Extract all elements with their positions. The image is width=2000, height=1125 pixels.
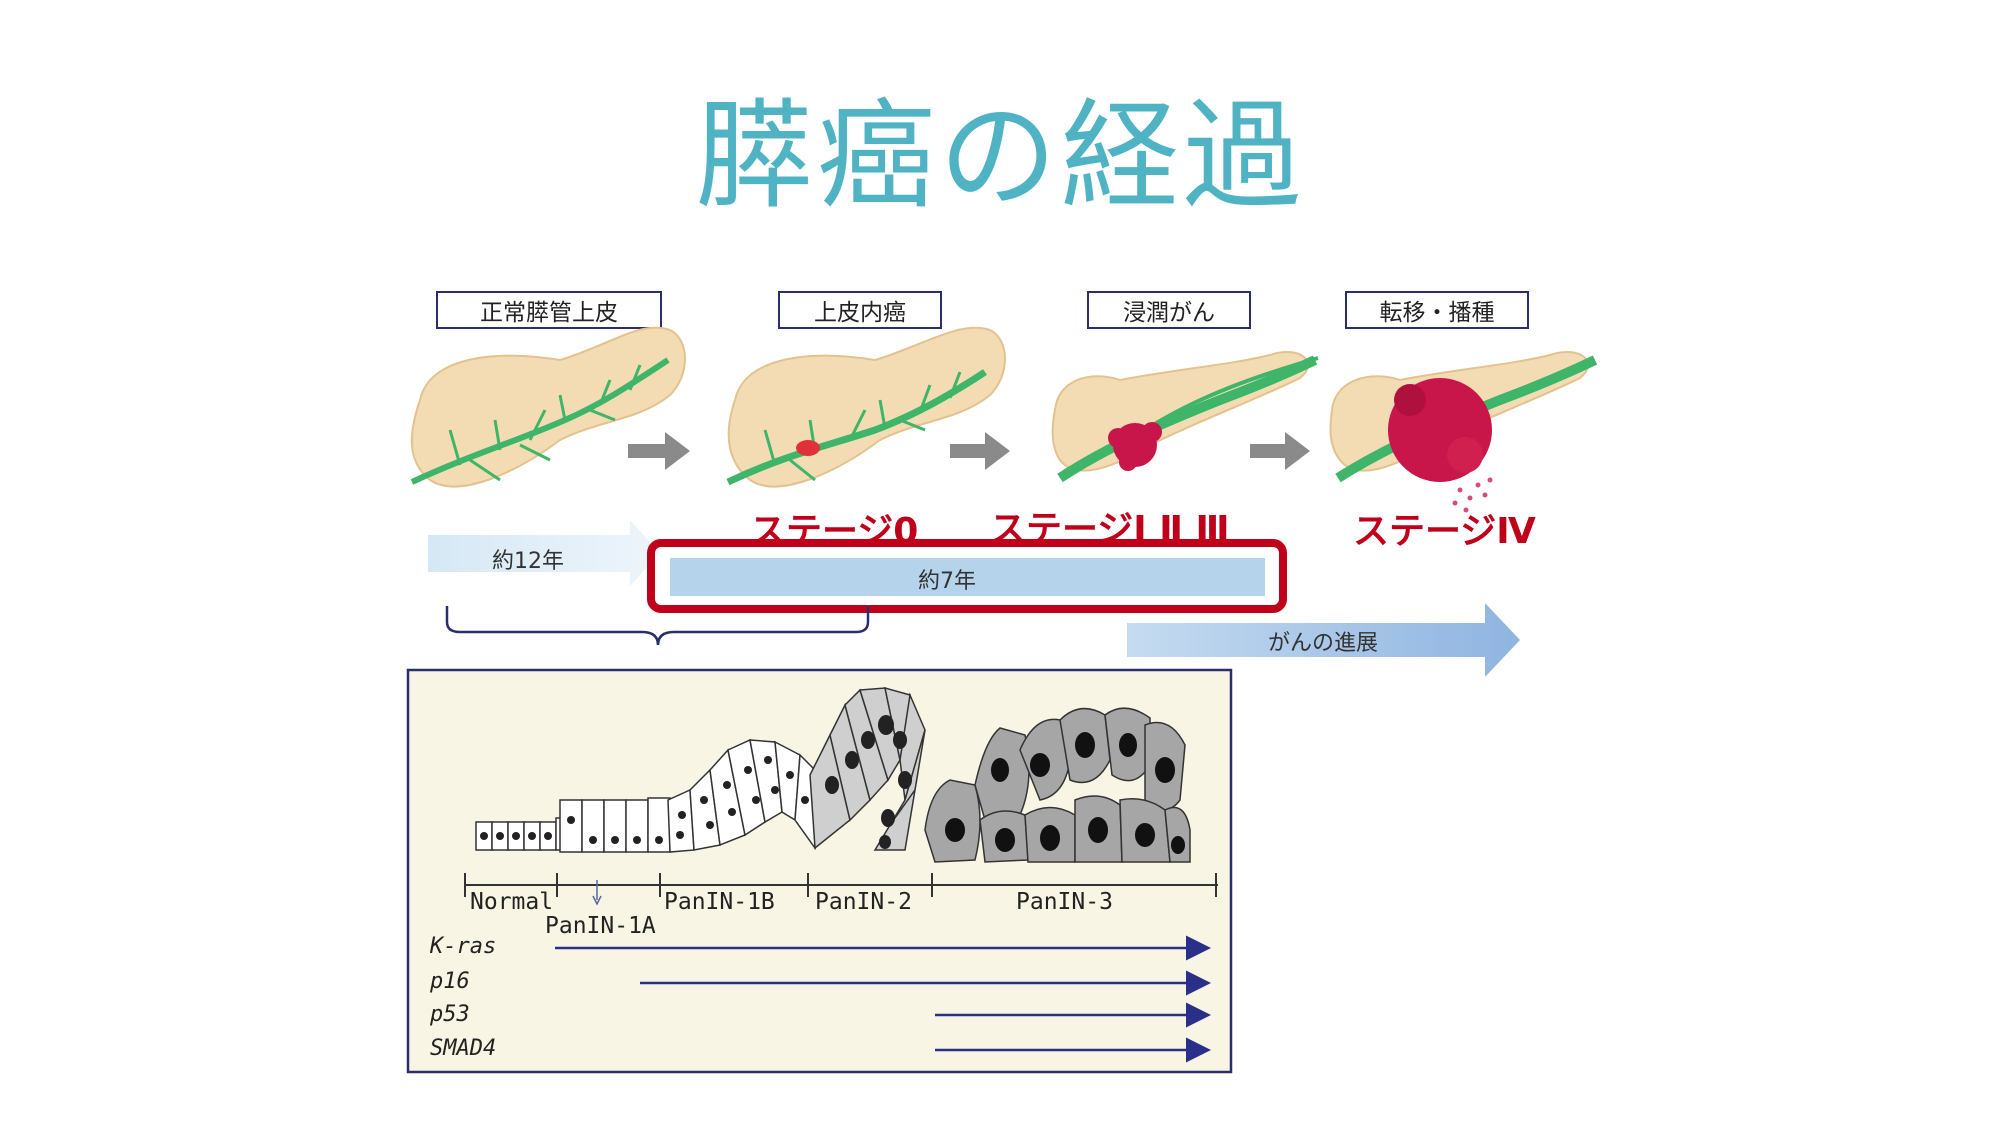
timeline-7-years-label: 約7年: [918, 569, 976, 594]
progression-label: がんの進展: [1268, 631, 1379, 656]
label-invasive-cancer: 浸潤がん: [1087, 291, 1251, 329]
tumor-invasive: [1108, 422, 1162, 471]
gene-k-ras: K-ras: [430, 934, 497, 959]
stage-1-3-label: ステージⅠ Ⅱ Ⅲ: [990, 509, 1230, 550]
gene-p53: p53: [430, 1002, 470, 1027]
progression-arrow: [1127, 603, 1520, 677]
timeline-brace: [445, 606, 870, 646]
cells-panin-1a: [559, 797, 671, 853]
phase-panin-2: PanIN-2: [815, 889, 912, 915]
cells-panin-1b: [667, 738, 821, 853]
timeline-bar-7-years: [670, 558, 1265, 596]
phase-panin-1b: PanIN-1B: [664, 889, 775, 915]
gene-p16: p16: [430, 969, 470, 994]
stage-0-label: ステージ0: [750, 511, 919, 552]
page-title: 膵癌の経過: [694, 87, 1305, 225]
timeline-bar-12-years: [428, 520, 660, 586]
gene-smad4: SMAD4: [430, 1036, 497, 1061]
label-carcinoma-in-situ: 上皮内癌: [778, 291, 942, 329]
phase-normal: Normal: [470, 889, 554, 915]
phase-panin-1a: PanIN-1A: [545, 913, 656, 939]
highlight-box: [647, 539, 1287, 613]
pancreas-normal-illustration: [410, 326, 686, 488]
pancreas-metastasis-illustration: [1329, 351, 1598, 513]
pancreas-invasive-illustration: [1051, 351, 1319, 483]
stage-4-label: ステージⅣ: [1353, 511, 1536, 552]
phase-panin-3: PanIN-3: [1016, 889, 1113, 915]
label-metastasis: 転移・播種: [1345, 291, 1529, 329]
pancreas-in-situ-illustration: [726, 326, 1006, 488]
timeline-12-years-label: 約12年: [492, 549, 564, 574]
label-normal-epithelium: 正常膵管上皮: [436, 291, 662, 329]
